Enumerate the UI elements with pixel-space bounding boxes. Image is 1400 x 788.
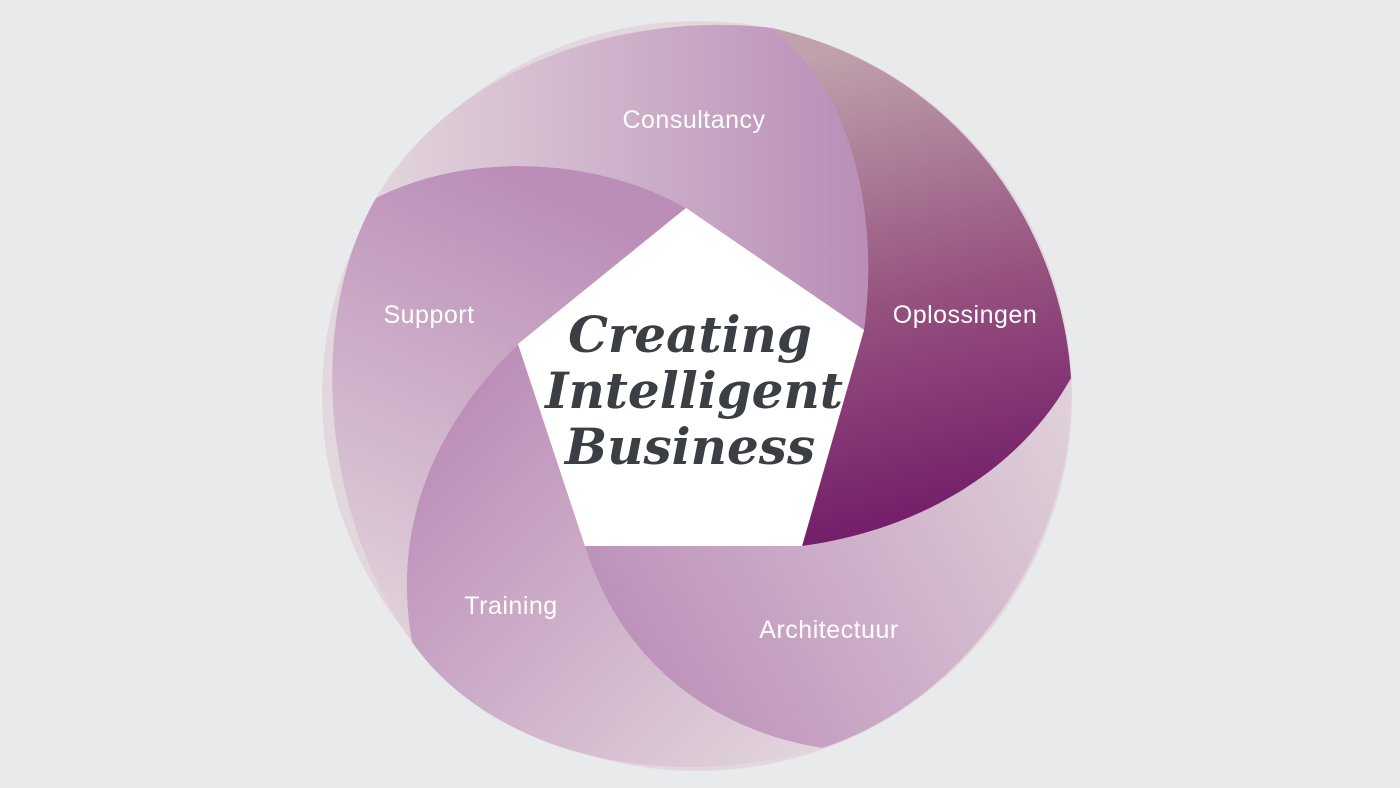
segment-support <box>332 165 686 642</box>
segment-training <box>406 344 822 768</box>
label-oplossingen: Oplossingen <box>893 301 1037 329</box>
label-architectuur: Architectuur <box>759 616 898 644</box>
center-line-1: Creating <box>568 305 812 364</box>
segment-oplossingen <box>772 28 1071 546</box>
center-line-3: Business <box>563 417 815 476</box>
label-support: Support <box>383 301 474 329</box>
center-line-2: Intelligent <box>543 361 843 420</box>
label-consultancy: Consultancy <box>622 106 765 134</box>
segment-architectuur <box>585 378 1072 748</box>
label-training: Training <box>464 592 557 620</box>
center-pentagon <box>518 208 864 546</box>
segment-consultancy <box>376 24 869 330</box>
